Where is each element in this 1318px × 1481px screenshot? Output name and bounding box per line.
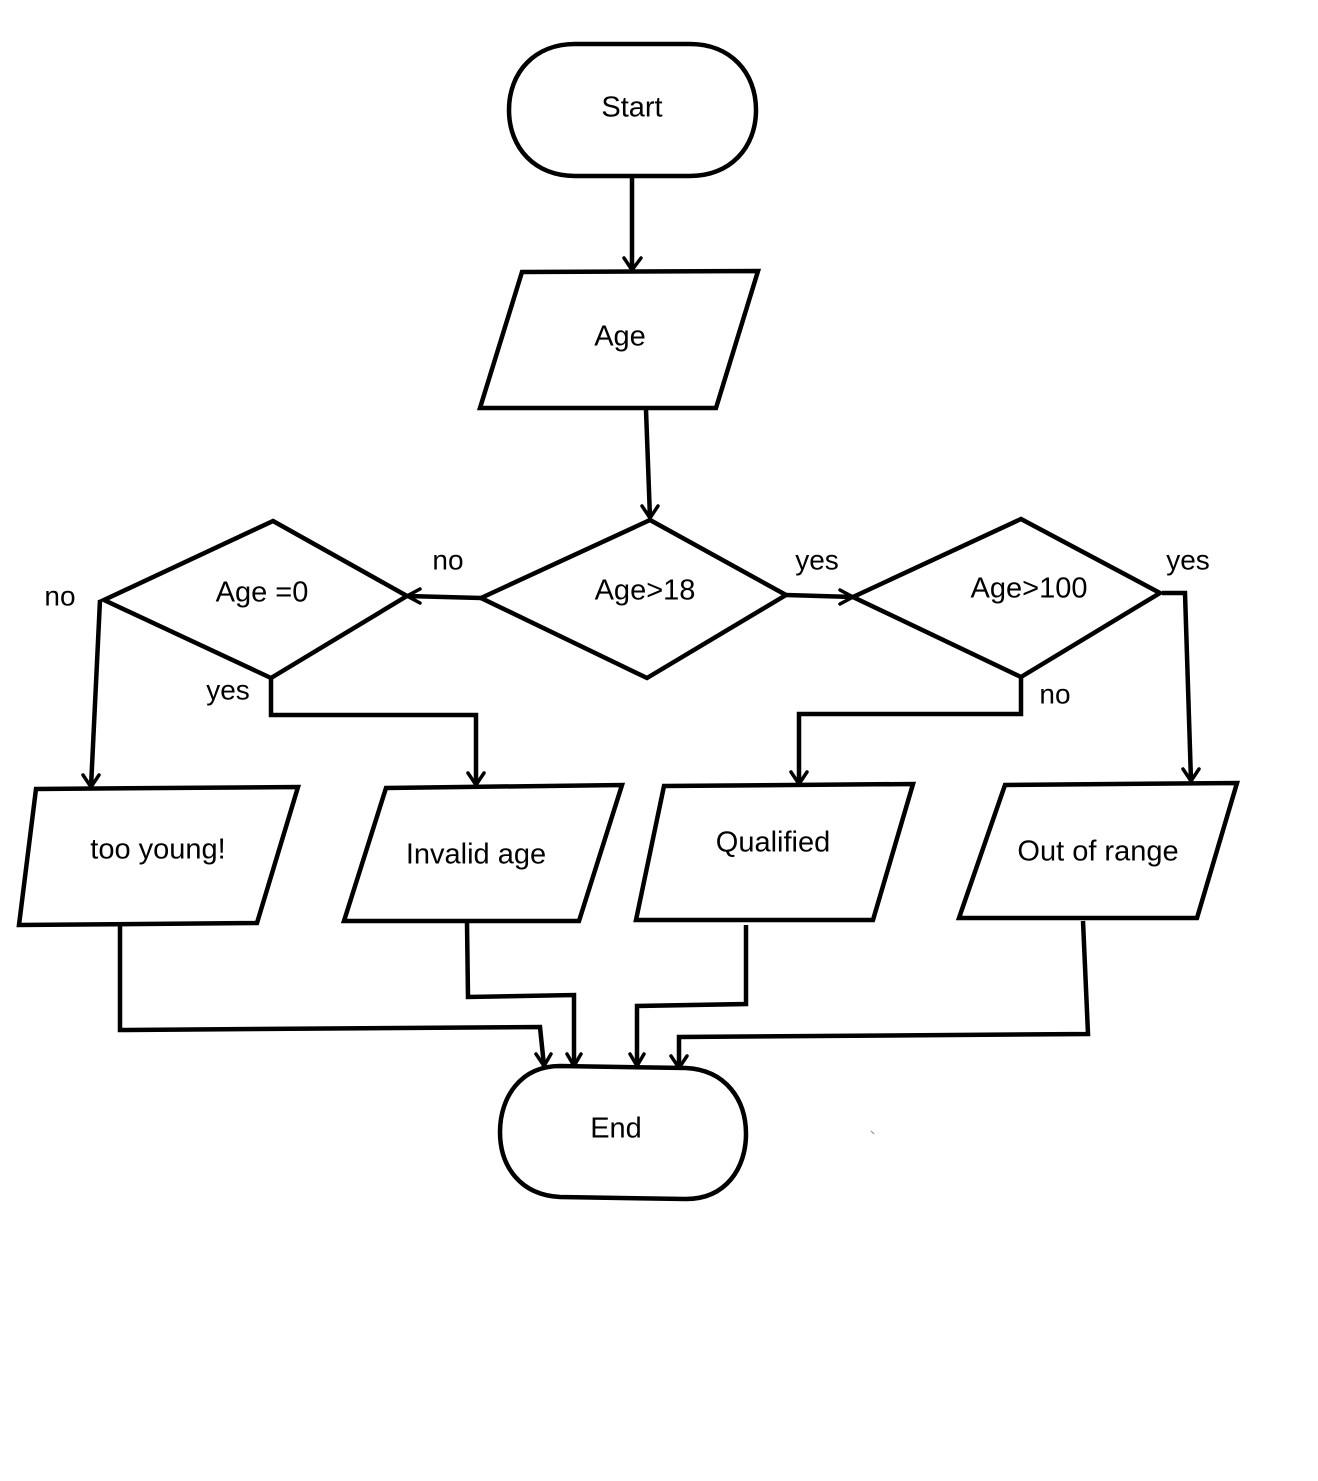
edge-age-eq-0-no bbox=[81, 599, 103, 791]
edge-label-yes: yes bbox=[795, 544, 839, 575]
edge-out-of-range-to-end bbox=[669, 920, 1091, 1072]
node-end-label: End bbox=[590, 1113, 642, 1145]
node-start-label: Start bbox=[601, 92, 662, 124]
edge-label-yes: yes bbox=[1166, 544, 1210, 575]
edge-invalid-age-to-end bbox=[464, 922, 583, 1070]
node-too-young-label: too young! bbox=[90, 834, 225, 866]
edge-age-to-age-gt-18 bbox=[640, 409, 660, 522]
stray-mark bbox=[870, 1130, 875, 1135]
node-age-gt-100-label: Age>100 bbox=[971, 573, 1088, 605]
node-qualified[interactable]: Qualified bbox=[633, 781, 917, 923]
edge-start-to-age bbox=[622, 176, 643, 274]
edge-age-eq-0-yes bbox=[268, 678, 486, 789]
node-invalid-age-label: Invalid age bbox=[406, 839, 546, 871]
edge-age-gt-100-yes bbox=[1162, 590, 1201, 785]
edge-label-yes: yes bbox=[206, 674, 250, 705]
node-age-eq-0-label: Age =0 bbox=[216, 577, 309, 609]
edge-age-gt-100-no bbox=[789, 677, 1024, 788]
node-age[interactable]: Age bbox=[476, 268, 762, 411]
node-age-gt-100[interactable]: Age>100 bbox=[847, 516, 1165, 680]
edge-qualified-to-end bbox=[628, 925, 749, 1070]
edge-age-gt-18-no bbox=[403, 587, 482, 605]
edge-label-no: no bbox=[44, 580, 75, 611]
node-too-young[interactable]: too young! bbox=[16, 784, 302, 928]
node-end[interactable]: End bbox=[497, 1063, 749, 1202]
node-out-of-range[interactable]: Out of range bbox=[955, 780, 1241, 921]
node-age-label: Age bbox=[594, 321, 646, 353]
edge-label-no: no bbox=[1039, 678, 1070, 709]
edge-label-no: no bbox=[432, 544, 463, 575]
node-age-gt-18[interactable]: Age>18 bbox=[475, 517, 791, 681]
node-invalid-age[interactable]: Invalid age bbox=[340, 782, 626, 924]
edge-age-gt-18-yes bbox=[785, 588, 857, 606]
node-qualified-label: Qualified bbox=[716, 827, 830, 859]
node-out-of-range-label: Out of range bbox=[1017, 836, 1178, 868]
node-age-gt-18-label: Age>18 bbox=[595, 575, 696, 607]
node-age-eq-0[interactable]: Age =0 bbox=[98, 518, 412, 681]
node-start[interactable]: Start bbox=[506, 41, 759, 179]
